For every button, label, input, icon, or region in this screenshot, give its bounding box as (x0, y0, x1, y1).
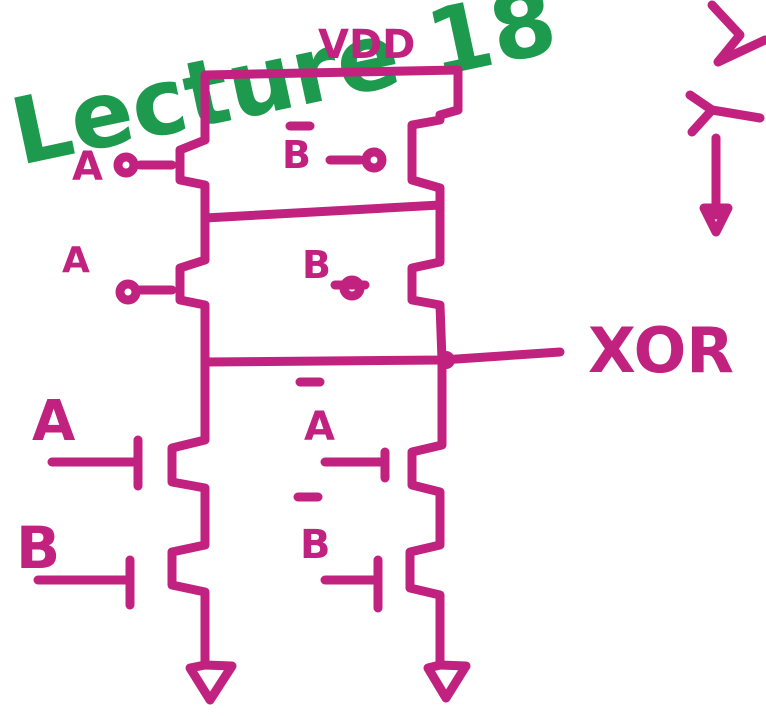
gate-label-pmos-top-left: A (72, 144, 103, 190)
vdd-rail: VDD (200, 22, 463, 145)
nmos-left-stack: A B (16, 357, 237, 705)
gate-label-pmos-bottom-left: A (62, 240, 90, 281)
gate-label-pmos-bottom-right: B (302, 243, 331, 287)
gate-label-nmos-bottom-left: B (16, 514, 60, 582)
pmos-mid-node-wire (200, 200, 445, 223)
output-node: XOR (200, 314, 734, 387)
pmos-right-stack: B B (282, 105, 463, 365)
gate-label-nmos-top-right: A (304, 404, 335, 450)
gate-label-nmos-top-left: A (32, 389, 76, 454)
output-label: XOR (588, 314, 734, 387)
gate-label-nmos-bottom-right: B (300, 522, 331, 568)
gate-label-pmos-top-right: B (282, 133, 311, 177)
inverter-sketch (685, 0, 766, 237)
vdd-label: VDD (318, 22, 415, 68)
nmos-right-stack: A B (293, 355, 471, 703)
pmos-left-stack: A A (62, 135, 210, 367)
